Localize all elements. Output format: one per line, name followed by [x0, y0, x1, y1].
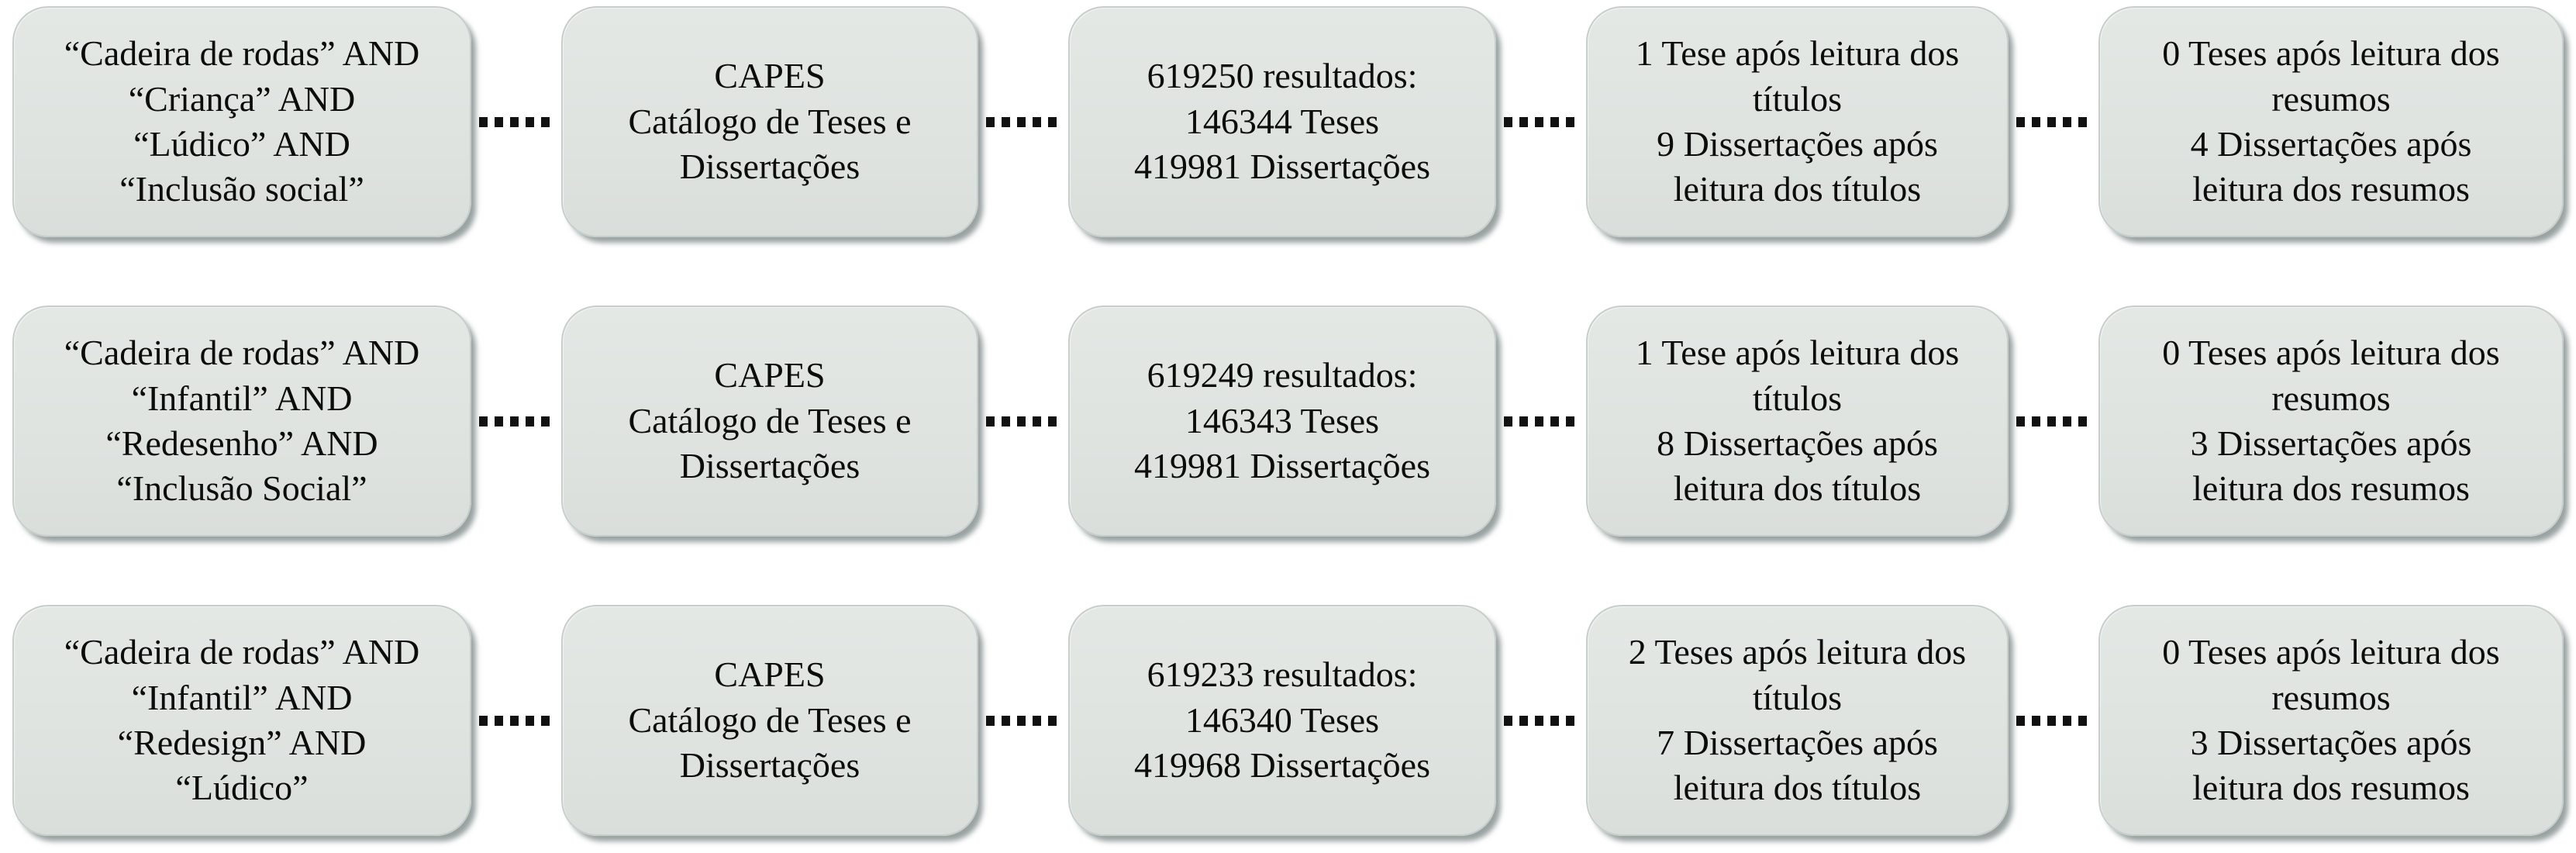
box-text-line: “Inclusão Social” [116, 468, 367, 509]
results-box: 619249 resultados: 146343 Teses 419981 Dis… [1068, 306, 1496, 537]
box-text-line: títulos [1752, 78, 1843, 119]
database-box: CAPES Catálogo de Teses e Dissertações [561, 6, 978, 237]
box-text-line: “Cadeira de rodas” AND [64, 33, 420, 74]
query-box: “Cadeira de rodas” AND “Infantil” AND “Red… [12, 306, 471, 537]
flow-row: “Cadeira de rodas” AND“Criança” AND “Lúdi… [12, 6, 2564, 237]
box-text-line: leitura dos títulos [1673, 468, 1922, 509]
box-text-line: Catálogo de Teses e [628, 699, 912, 740]
title-screening-box: 2 Teses após leitura dos títulos 7 Dissert… [1586, 605, 2009, 836]
box-text-line: “Lúdico” [175, 768, 309, 808]
box-text-line: 2 Teses após leitura dos [1628, 632, 1967, 672]
box-text-line: 0 Teses após leitura dos [2162, 333, 2500, 373]
box-text-line: 0 Teses após leitura dos [2162, 632, 2500, 672]
box-text-line: 619249 resultados: [1147, 355, 1418, 395]
dotted-connector [2016, 715, 2091, 726]
box-text-line: 1 Tese após leitura dos [1635, 333, 1960, 373]
results-box: 619233 resultados:146340 Teses 419968 Dis… [1068, 605, 1496, 836]
box-text-line: Dissertações [679, 446, 860, 486]
box-text-line: 7 Dissertações após [1657, 723, 1938, 762]
dotted-connector [479, 416, 553, 427]
dotted-connector [479, 116, 553, 127]
box-text-line: Catálogo de Teses e [628, 101, 912, 141]
dotted-connector [479, 715, 553, 726]
box-text-line: leitura dos resumos [2192, 768, 2470, 808]
box-text-line: resumos [2271, 378, 2391, 418]
box-text-line: 3 Dissertações após [2190, 723, 2472, 762]
dotted-connector [2016, 416, 2091, 427]
box-text-line: leitura dos títulos [1673, 169, 1922, 209]
box-text-line: resumos [2271, 78, 2391, 119]
box-text-line: 9 Dissertações após [1657, 124, 1938, 164]
flow-row: “Cadeira de rodas” AND “Infantil” AND “Red… [12, 605, 2564, 836]
box-text-line: 146340 Teses [1185, 699, 1380, 740]
box-text-line: leitura dos resumos [2192, 468, 2470, 509]
dotted-connector [1504, 715, 1578, 726]
box-text-line: leitura dos resumos [2192, 169, 2470, 209]
box-text-line: Catálogo de Teses e [628, 400, 912, 440]
box-text-line: títulos [1752, 677, 1843, 717]
box-text-line: 419968 Dissertações [1134, 745, 1430, 786]
database-box: CAPES Catálogo de Teses e Dissertações [561, 306, 978, 537]
box-text-line: CAPES [714, 654, 826, 695]
results-box: 619250 resultados: 146344 Teses 419981 Dis… [1068, 6, 1496, 237]
dotted-connector [986, 715, 1060, 726]
box-text-line: 419981 Dissertações [1134, 147, 1430, 187]
box-text-line: CAPES [714, 56, 826, 96]
box-text-line: CAPES [714, 355, 826, 395]
dotted-connector [986, 116, 1060, 127]
dotted-connector [986, 416, 1060, 427]
box-text-line: “Redesenho” AND [105, 423, 378, 463]
dotted-connector [2016, 116, 2091, 127]
box-text-line: 4 Dissertações após [2190, 124, 2472, 164]
box-text-line: títulos [1752, 378, 1843, 418]
box-text-line: “Infantil” AND [131, 677, 353, 717]
query-box: “Cadeira de rodas” AND“Criança” AND “Lúdi… [12, 6, 471, 237]
box-text-line: leitura dos títulos [1673, 768, 1922, 808]
abstract-screening-box: 0 Teses após leitura dos resumos 3 Dissert… [2098, 306, 2564, 537]
box-text-line: “Inclusão social” [119, 169, 364, 209]
box-text-line: “Lúdico” AND [133, 124, 350, 164]
box-text-line: 8 Dissertações após [1657, 423, 1938, 463]
box-text-line: 419981 Dissertações [1134, 446, 1430, 486]
box-text-line: 3 Dissertações após [2190, 423, 2472, 463]
box-text-line: “Infantil” AND [131, 378, 353, 418]
dotted-connector [1504, 416, 1578, 427]
box-text-line: 619250 resultados: [1147, 56, 1418, 96]
box-text-line: “Criança” AND [128, 78, 356, 119]
box-text-line: Dissertações [679, 147, 860, 187]
box-text-line: “Redesign” AND [117, 723, 367, 762]
box-text-line: resumos [2271, 677, 2391, 717]
box-text-line: 1 Tese após leitura dos [1635, 33, 1960, 74]
box-text-line: 619233 resultados: [1147, 654, 1418, 695]
flow-row: “Cadeira de rodas” AND “Infantil” AND “Red… [12, 306, 2564, 537]
abstract-screening-box: 0 Teses após leitura dos resumos 3 Dissert… [2098, 605, 2564, 836]
box-text-line: 146343 Teses [1185, 400, 1380, 440]
title-screening-box: 1 Tese após leitura dos títulos 8 Disserta… [1586, 306, 2009, 537]
dotted-connector [1504, 116, 1578, 127]
box-text-line: 0 Teses após leitura dos [2162, 33, 2500, 74]
query-box: “Cadeira de rodas” AND “Infantil” AND “Red… [12, 605, 471, 836]
box-text-line: “Cadeira de rodas” AND [64, 333, 420, 373]
box-text-line: “Cadeira de rodas” AND [64, 632, 420, 672]
box-text-line: Dissertações [679, 745, 860, 786]
box-text-line: 146344 Teses [1185, 101, 1380, 141]
